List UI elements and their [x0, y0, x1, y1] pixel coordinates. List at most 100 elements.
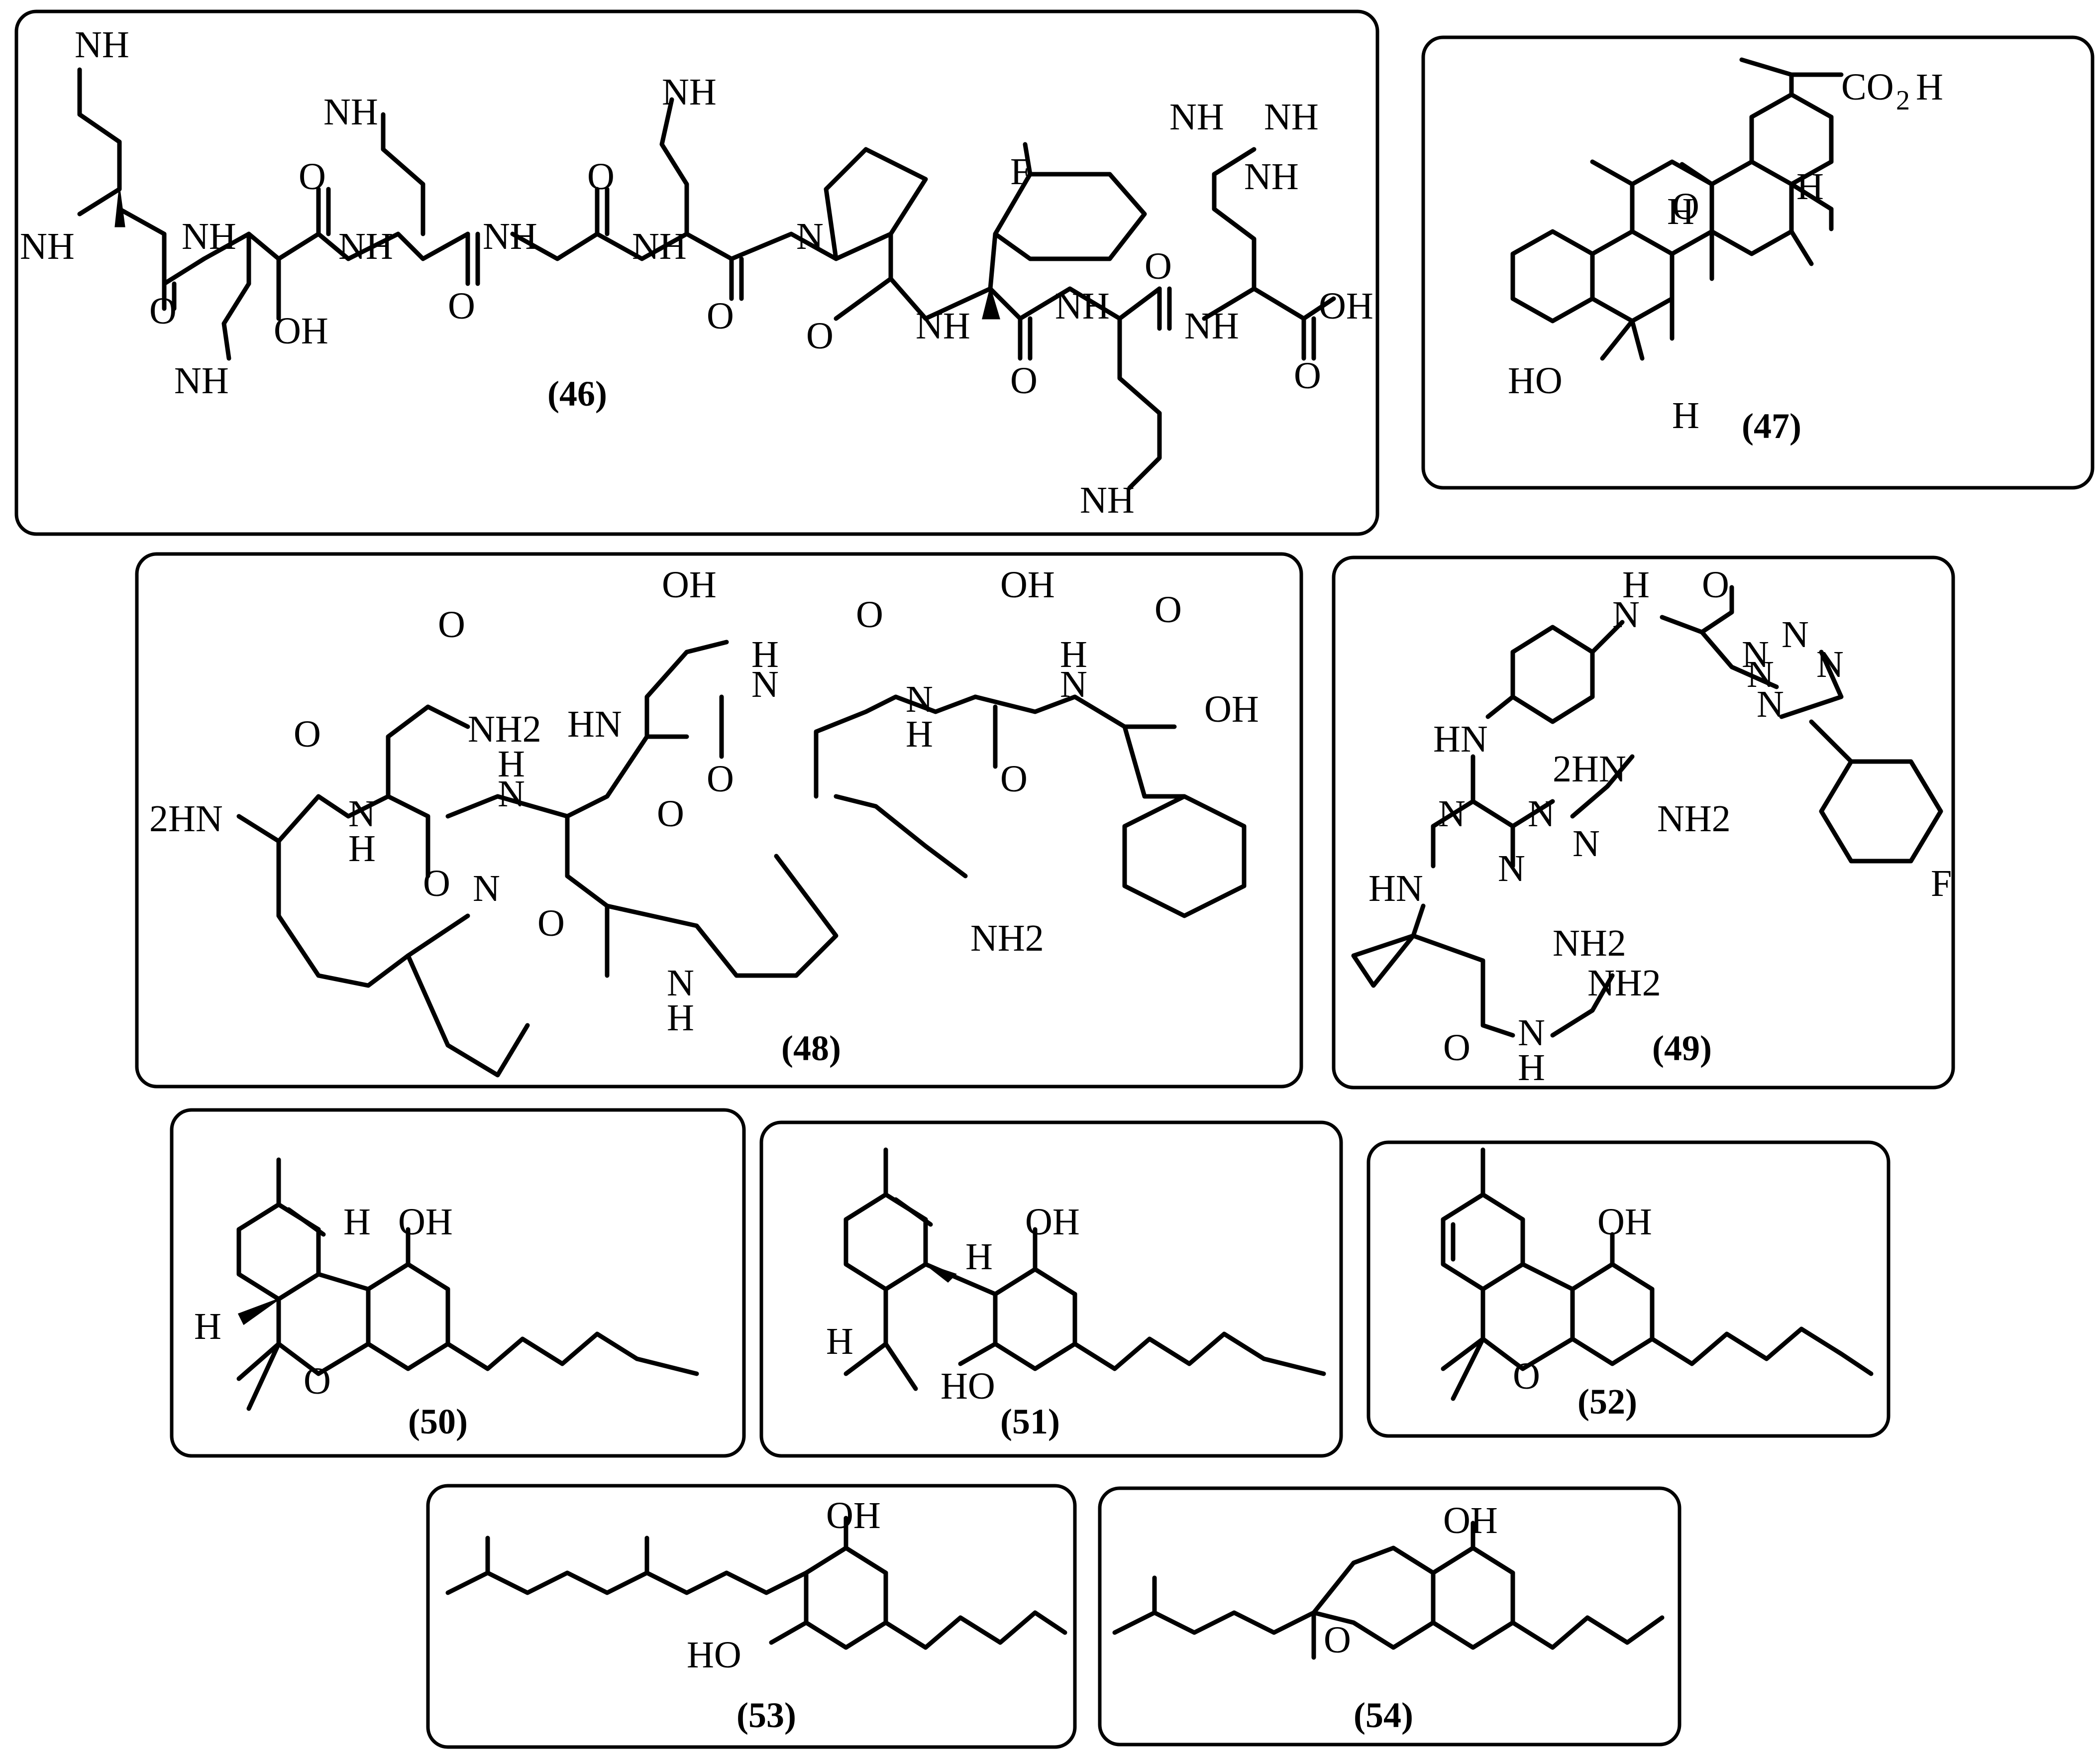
o-label: O [1513, 1355, 1540, 1397]
nh2-label: NH2 [468, 708, 541, 750]
compound-50-structure: H OH H O [194, 1157, 699, 1411]
nh2-label: NH [174, 360, 229, 402]
compound-53-panel: OH HO (53) [426, 1484, 1077, 1749]
h-label: H [965, 1236, 993, 1278]
o-label: O [707, 758, 734, 800]
n-label: N [1612, 594, 1640, 636]
o-label: O [1294, 355, 1321, 397]
nh-label: NH [1184, 305, 1239, 347]
compound-46-frame [14, 9, 1379, 536]
compound-46-structure: NH NH NH O O OH NH NH NH O NH O NH NH O … [20, 24, 1373, 521]
compound-49-panel: H N O N N N N N F HN 2HN N N N N NH2 HN … [1332, 555, 1955, 1090]
compound-51-panel: H OH H HO (51) [759, 1120, 1343, 1458]
compound-47-panel: H H H O HO CO 2 H (47) [1421, 35, 2095, 490]
compound-52-structure: OH O [1441, 1147, 1874, 1401]
compound-49-label: (49) [1652, 1028, 1712, 1068]
n-label: N [498, 773, 525, 815]
h-label: H [906, 713, 933, 755]
n-label: N [1060, 663, 1087, 705]
o-label: O [1443, 1027, 1470, 1069]
nh-label: NH [338, 225, 393, 267]
n-label: N [667, 962, 694, 1004]
compound-53-frame [426, 1484, 1077, 1749]
o-label: O [1000, 758, 1028, 800]
compound-51-frame [759, 1120, 1343, 1458]
h-label: H [751, 634, 779, 675]
h-label: H [1672, 395, 1699, 437]
nh2-label: NH2 [970, 917, 1044, 959]
n-label: N [1816, 644, 1844, 685]
nh-label: NH [1264, 96, 1319, 138]
compound-48-panel: O O NH2 2HN N H O H N O HN OH O H N O N … [135, 552, 1303, 1089]
h-label: H [348, 828, 376, 870]
compound-50-panel: H OH H O (50) [170, 1108, 746, 1458]
compound-52-frame [1366, 1140, 1890, 1438]
compound-52-label: (52) [1577, 1382, 1637, 1422]
h-label: H [1060, 634, 1087, 675]
compound-53-label: (53) [736, 1695, 796, 1735]
f-label: F [1010, 151, 1031, 193]
n-label: N [1782, 614, 1809, 656]
ho-label: HO [687, 1634, 741, 1676]
oh-label: OH [1025, 1201, 1080, 1243]
h-label: H [498, 743, 525, 785]
compound-48-label: (48) [781, 1028, 841, 1068]
n-label: N [1518, 1012, 1545, 1054]
ho-label: HO [941, 1365, 995, 1407]
compound-46-panel: NH NH NH O O OH NH NH NH O NH O NH NH O … [14, 9, 1379, 536]
co-label: CO [1841, 66, 1894, 108]
oh-label: OH [274, 310, 328, 352]
oh-label: OH [826, 1495, 881, 1537]
n-label: N [906, 678, 933, 720]
compound-54-frame [1098, 1486, 1681, 1747]
o-label: O [304, 1360, 331, 1402]
compound-49-structure: H N O N N N N N F HN 2HN N N N N NH2 HN … [1351, 564, 1952, 1089]
o-label: O [657, 793, 684, 835]
compound-48-structure: O O NH2 2HN N H O H N O HN OH O H N O N … [149, 564, 1259, 1078]
o-label: O [856, 594, 883, 636]
compound-47-label: (47) [1742, 406, 1801, 446]
o-label: O [1145, 245, 1172, 287]
nh-label: NH [182, 216, 236, 257]
compound-47-frame [1421, 35, 2095, 490]
2hn-label: 2HN [149, 798, 223, 840]
hn-label: HN [1368, 868, 1423, 909]
h-label: H [1796, 166, 1824, 208]
compound-54-structure: OH O [1112, 1500, 1665, 1661]
compound-49-frame [1332, 555, 1955, 1090]
h-label: H [194, 1306, 221, 1347]
ho-label: HO [1508, 360, 1563, 402]
oh-label: OH [1319, 285, 1373, 327]
hn-label: HN [567, 703, 622, 745]
compound-52-panel: OH O (52) [1366, 1140, 1890, 1438]
oh-label: OH [398, 1201, 453, 1243]
h-label: H [1518, 1047, 1545, 1089]
n-label: N [796, 216, 824, 257]
f-label: F [1931, 863, 1952, 904]
o-label: O [1702, 564, 1729, 606]
n-label: N [1747, 654, 1774, 695]
nh2-label: NH [662, 71, 717, 113]
o-label: O [448, 285, 475, 327]
nh-label: NH [632, 225, 687, 267]
o-label: O [423, 863, 450, 904]
n-label: N [1757, 683, 1784, 725]
2hn-label: 2HN [1553, 748, 1626, 790]
o-label: O [294, 713, 321, 755]
nh2-label: NH2 [1657, 798, 1731, 840]
o-label: O [707, 295, 734, 337]
compound-54-label: (54) [1354, 1695, 1413, 1735]
oh-label: OH [1443, 1500, 1498, 1541]
compound-50-label: (50) [408, 1402, 468, 1441]
compound-51-label: (51) [1000, 1402, 1060, 1441]
h-label: H [1916, 66, 1943, 108]
n-label: N [1573, 823, 1600, 865]
hn-label: HN [1433, 718, 1488, 760]
o-label: O [537, 902, 565, 944]
o-label: O [1324, 1619, 1351, 1661]
o-label: O [806, 315, 834, 357]
o-label: O [149, 290, 177, 332]
compound-53-structure: OH HO [445, 1495, 1067, 1676]
n-label: N [1528, 793, 1555, 835]
n-label: N [1742, 634, 1769, 675]
